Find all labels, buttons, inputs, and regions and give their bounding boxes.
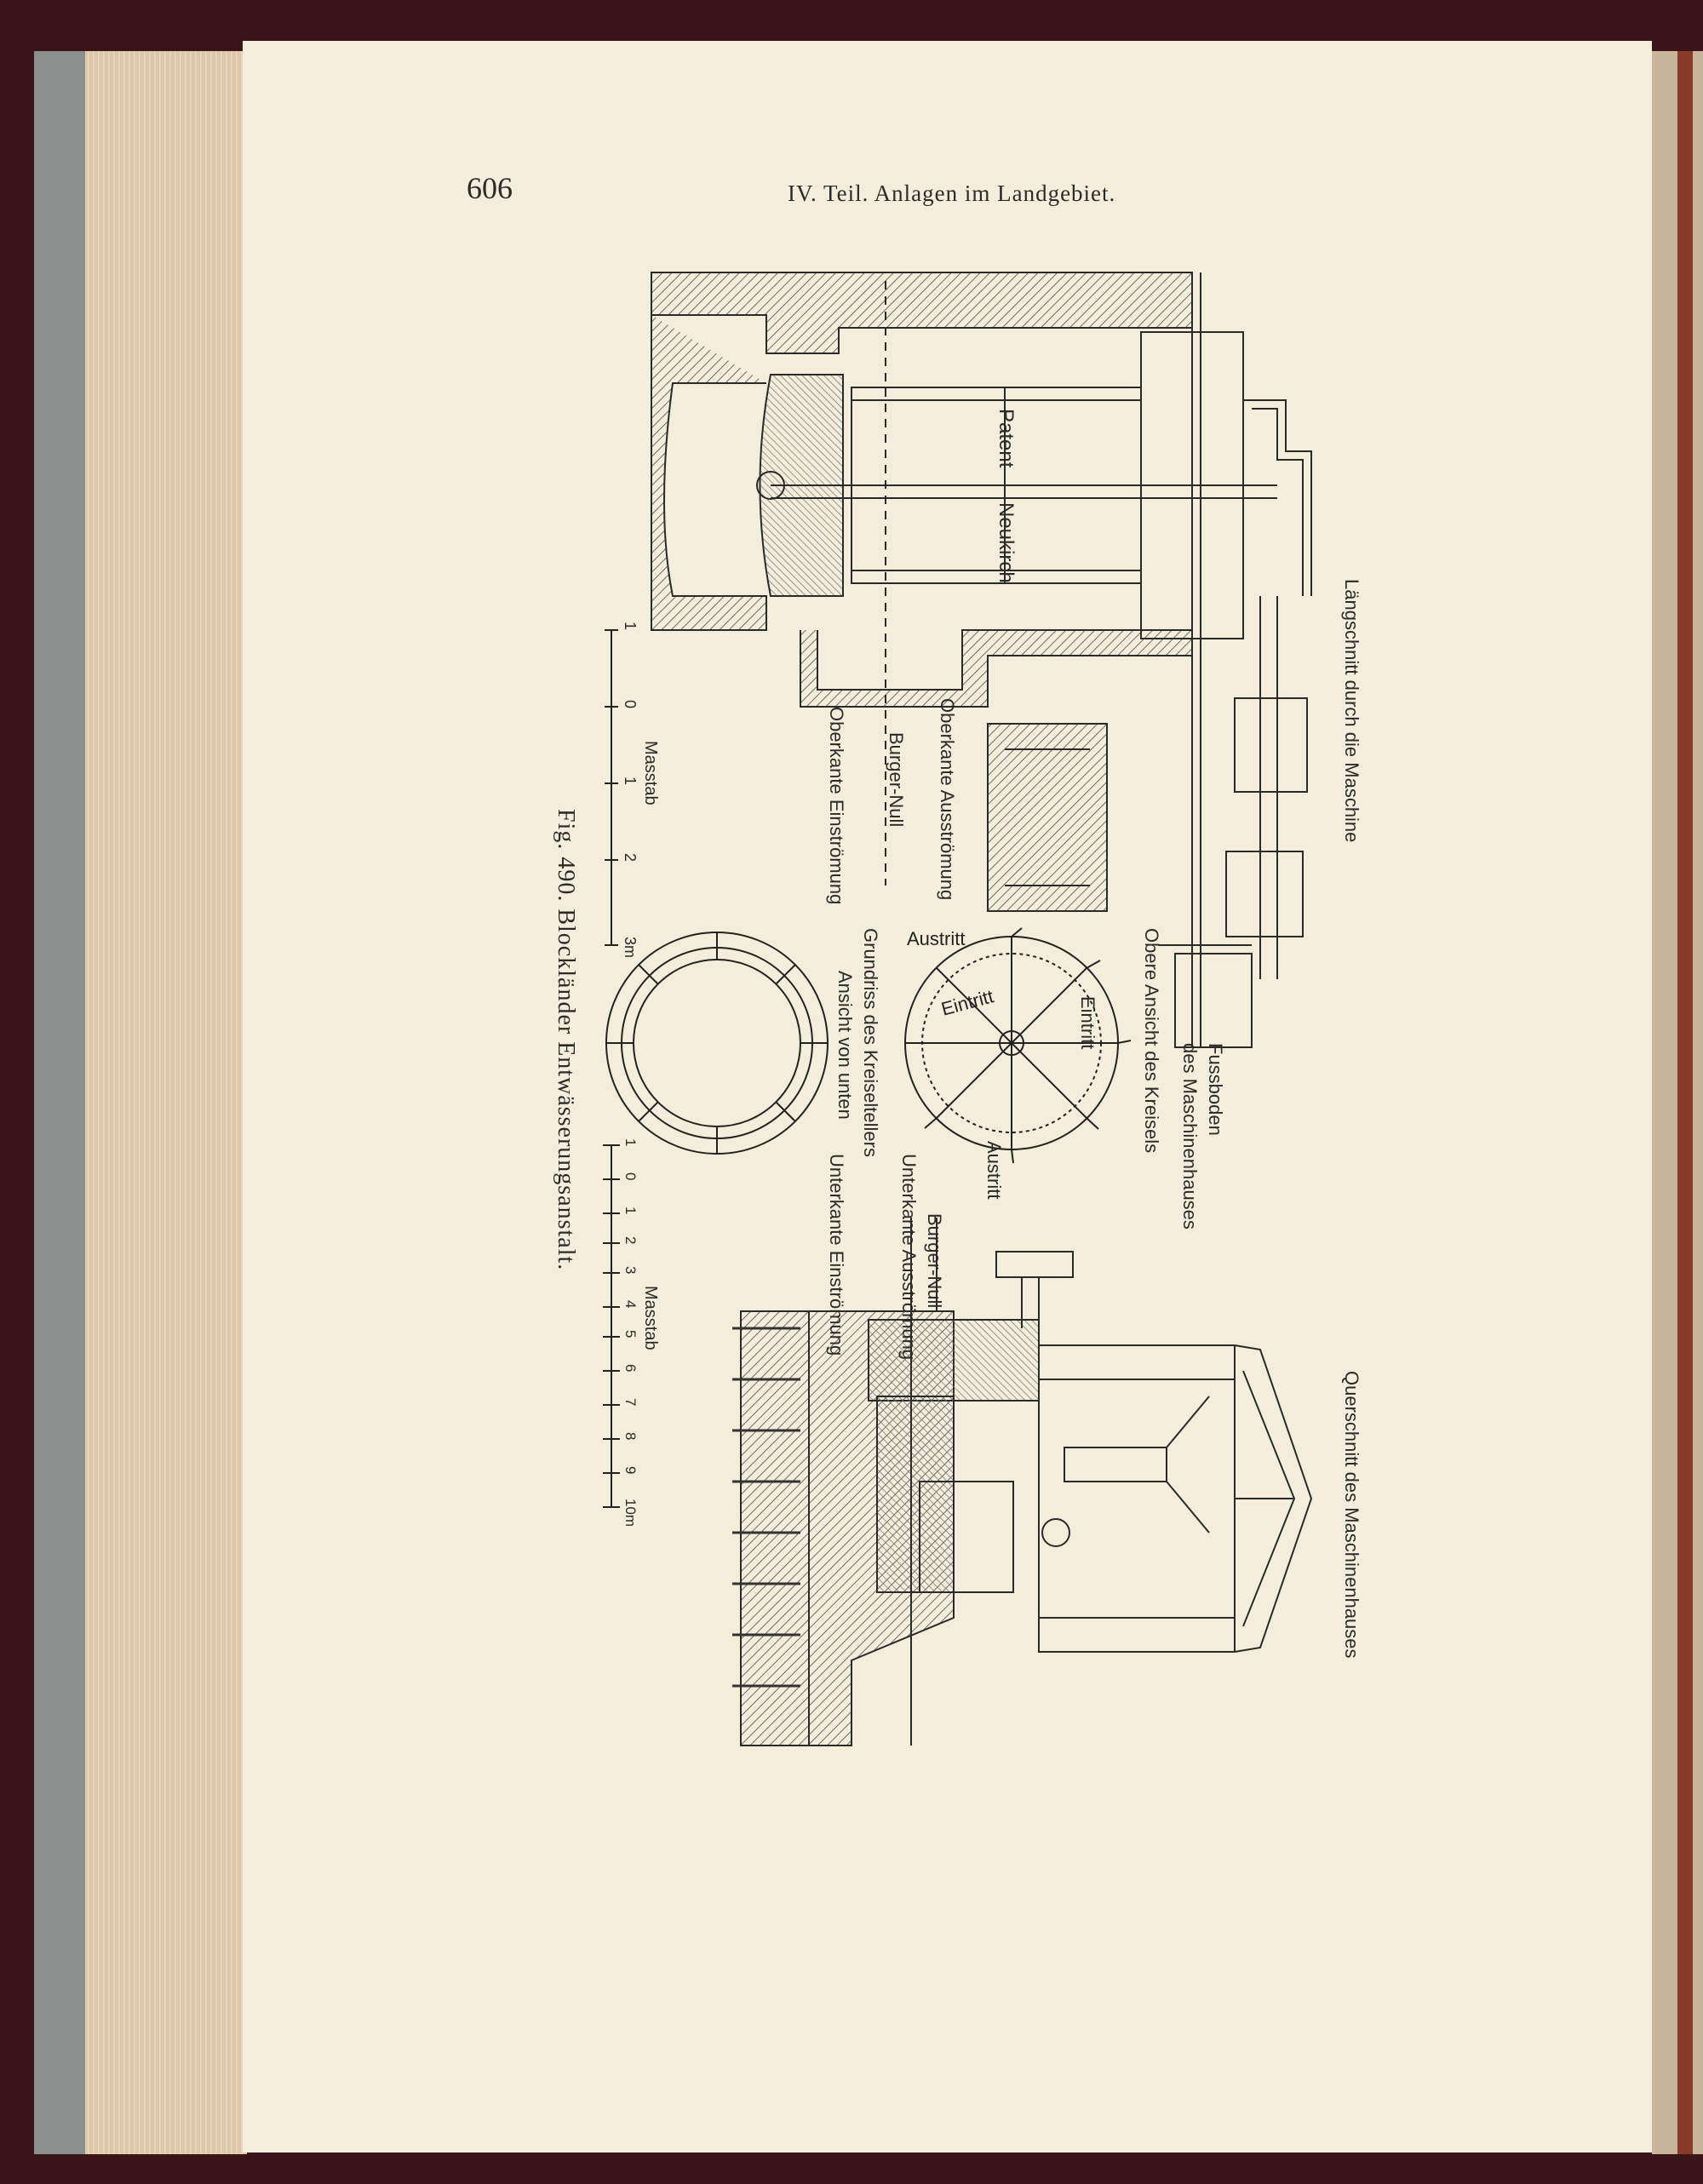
scale-large-tick: 9 [622,1466,639,1475]
scale-small-tick: 0 [622,700,639,709]
running-head: IV. Teil. Anlagen im Landgebiet. [788,181,1116,206]
scale-bar-small [605,629,618,946]
next-page-edge [1652,51,1703,2154]
scale-large-tick: 2 [622,1236,639,1245]
scale-large-title: Masstab [641,1286,660,1350]
scale-bar-large [603,1144,620,1508]
cross-section-title: Querschnitt des Maschinenhauses [1341,1371,1362,1659]
scale-large-tick: 1 [622,1138,639,1147]
scale-large-tick: 6 [622,1364,639,1373]
label-obere-ansicht: Obere Ansicht des Kreisels [1141,928,1162,1154]
label-burger-null-bottom: Burger-Null [924,1213,945,1309]
scale-small-tick: 1 [622,777,639,786]
scale-large-tick: 4 [622,1300,639,1309]
scale-large-tick: 0 [622,1172,639,1181]
label-maschinenhaus: des Maschinenhauses [1179,1043,1201,1230]
cross-section-drawing [732,1218,1313,1746]
page-stack-edge [85,51,247,2154]
scale-small-tick: 3m [622,937,639,959]
scale-large-tick: 1 [622,1207,639,1215]
book-spine [34,51,94,2154]
scale-small-title: Masstab [641,741,660,805]
label-neukirch: Neukirch [995,502,1018,583]
label-oberkante-einstroemung: Oberkante Einströmung [826,707,847,905]
scale-large-tick: 8 [622,1432,639,1441]
label-burger-null-top: Burger-Null [886,732,907,828]
label-grundriss: Grundriss des Kreiseltellers [860,928,881,1157]
scale-large-tick: 7 [622,1398,639,1407]
label-fussboden: Fussboden [1205,1043,1226,1136]
impeller-ring-plan [605,931,829,1155]
label-unterkante-ausstroemung: Unterkante Ausströmung [898,1154,920,1361]
page-number: 606 [467,171,513,205]
scale-small-tick: 2 [622,853,639,863]
scale-small-tick: 1 [622,622,639,631]
label-unterkante-einstroemung: Unterkante Einströmung [826,1154,847,1356]
label-eintritt-2: Eintritt [1077,996,1098,1050]
longitudinal-section-drawing [651,272,1312,1048]
scale-large-tick: 10m [622,1499,639,1528]
scale-large-tick: 5 [622,1330,639,1338]
figure-caption: Fig. 490. Blockländer Entwässerungsansta… [553,809,579,1271]
label-patent: Patent [995,409,1018,468]
longitudinal-section-title: Längschnitt durch die Maschine [1341,579,1362,843]
label-oberkante-ausstroemung: Oberkante Ausströmung [937,698,958,901]
label-austritt-bottom: Austritt [983,1141,1005,1200]
impeller-top-view [904,927,1132,1164]
label-ansicht-unten: Ansicht von unten [834,971,856,1120]
label-austritt-top: Austritt [907,928,966,949]
scale-large-tick: 3 [622,1266,639,1275]
